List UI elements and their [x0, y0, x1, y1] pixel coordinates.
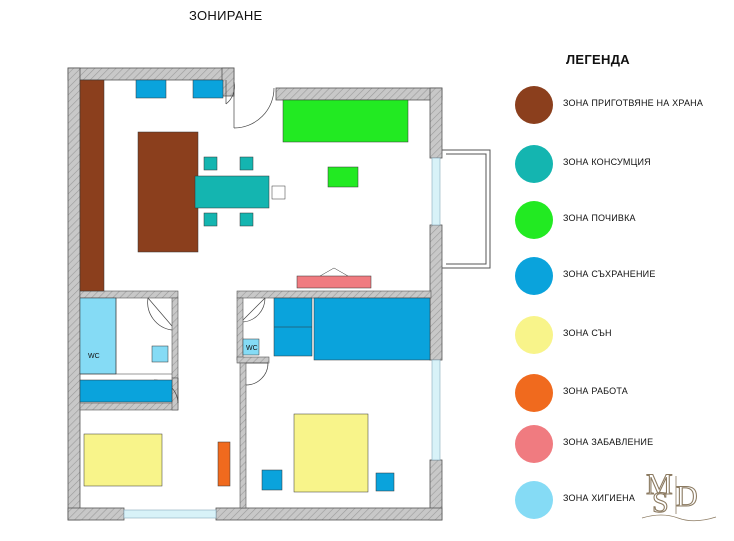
legend-item-work: ЗОНА РАБОТА — [515, 374, 725, 414]
legend-label: ЗОНА КОНСУМЦИЯ — [563, 157, 651, 167]
legend-swatch — [515, 201, 553, 239]
coffee-table — [327, 166, 359, 188]
bedroom-1-desk — [217, 441, 231, 487]
balcony — [442, 149, 491, 269]
legend-label: ЗОНА СЪХРАНЕНИЕ — [563, 269, 656, 279]
bathroom-1-fixture — [79, 297, 117, 375]
legend-label: ЗОНА ПРИГОТВЯНЕ НА ХРАНА — [563, 98, 704, 108]
doors — [147, 80, 275, 404]
hall-wardrobe-2 — [313, 297, 431, 361]
sofa — [282, 99, 409, 143]
kitchen-island — [137, 131, 199, 253]
bedroom-2-nightstand-2 — [375, 472, 395, 492]
bathroom-1-sink — [151, 345, 169, 363]
svg-text:S: S — [652, 486, 669, 519]
legend-swatch — [515, 257, 553, 295]
svg-text:M: M — [646, 468, 673, 501]
legend-swatch — [515, 374, 553, 412]
storage-cabinet-2 — [192, 79, 224, 99]
legend-item-dining: ЗОНА КОНСУМЦИЯ — [515, 145, 725, 185]
page-title: ЗОНИРАНЕ — [189, 8, 263, 23]
legend-swatch — [515, 316, 553, 354]
legend-item-rest: ЗОНА ПОЧИВКА — [515, 201, 725, 241]
legend-label: ЗОНА РАБОТА — [563, 386, 628, 396]
legend-item-hygiene: ЗОНА ХИГИЕНА — [515, 481, 725, 521]
legend-item-food-prep: ЗОНА ПРИГОТВЯНЕ НА ХРАНА — [515, 86, 725, 126]
brand-logo-icon: M S D — [641, 467, 717, 522]
legend-swatch — [515, 481, 553, 519]
dining-set — [194, 156, 286, 227]
svg-text:D: D — [676, 480, 698, 513]
wc-label-2: WC — [246, 345, 258, 352]
legend-item-storage: ЗОНА СЪХРАНЕНИЕ — [515, 257, 725, 297]
legend-item-sleep: ЗОНА СЪН — [515, 316, 725, 356]
interior-walls — [79, 290, 432, 509]
legend-swatch — [515, 86, 553, 124]
bedroom-1-bed — [83, 433, 163, 487]
kitchen-counter — [79, 79, 105, 292]
tv-unit — [296, 267, 372, 289]
bathroom-2-fixture — [242, 338, 260, 356]
bedroom-2-nightstand-1 — [261, 469, 283, 491]
windows — [123, 157, 441, 519]
legend-label: ЗОНА ЗАБАВЛЕНИЕ — [563, 437, 654, 447]
legend-swatch — [515, 145, 553, 183]
legend-label: ЗОНА СЪН — [563, 328, 612, 338]
storage-cabinet-1 — [135, 79, 167, 99]
legend-swatch — [515, 425, 553, 463]
bedroom-1-wardrobe — [79, 379, 173, 403]
exterior-walls — [67, 67, 443, 521]
legend-label: ЗОНА ПОЧИВКА — [563, 213, 636, 223]
legend-label: ЗОНА ХИГИЕНА — [563, 493, 636, 503]
legend-title: ЛЕГЕНДА — [566, 52, 630, 67]
wc-label-1: WC — [88, 353, 100, 360]
legend-item-entertainment: ЗОНА ЗАБАВЛЕНИЕ — [515, 425, 725, 465]
bedroom-2-bed — [293, 413, 369, 493]
